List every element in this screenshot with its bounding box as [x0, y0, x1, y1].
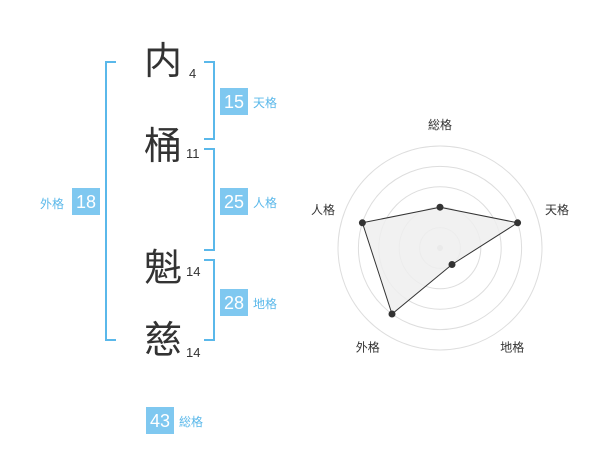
chikaku-badge: 28 地格 — [220, 289, 277, 316]
tenkaku-badge: 15 天格 — [220, 88, 277, 115]
gaikaku-label: 外格 — [40, 196, 64, 211]
stroke-count-4: 14 — [186, 345, 200, 360]
jinkaku-value: 25 — [224, 192, 244, 212]
gaikaku-badge: 外格 18 — [40, 188, 100, 215]
radar-point-3 — [448, 261, 456, 268]
chikaku-badge-box — [220, 289, 248, 316]
radar-axis-label-3: 地格 — [500, 340, 524, 355]
radar-point-4 — [388, 310, 396, 318]
gaikaku-badge-box — [72, 188, 100, 215]
tenkaku-bracket — [204, 61, 215, 140]
name-characters: 内 桶 魁 慈 4 11 14 14 — [144, 39, 200, 362]
radar-axis-label-2: 天格 — [545, 202, 569, 217]
radar-grid-ring-4 — [357, 165, 523, 331]
tenkaku-badge-box — [220, 88, 248, 115]
gaikaku-value: 18 — [76, 192, 96, 212]
chikaku-value: 28 — [224, 293, 244, 313]
stroke-count-3: 14 — [186, 264, 200, 279]
radar-grid-ring-5 — [337, 145, 543, 351]
soukaku-badge-box — [146, 407, 174, 434]
radar-data-polygon — [361, 206, 519, 315]
soukaku-label: 総格 — [179, 414, 203, 429]
jinkaku-label: 人格 — [253, 195, 277, 210]
outer-bracket — [105, 61, 116, 341]
fortune-brackets — [105, 61, 215, 341]
tenkaku-label: 天格 — [253, 95, 277, 110]
name-char-3: 魁 — [144, 246, 182, 290]
jinkaku-badge-box — [220, 188, 248, 215]
name-char-2: 桶 — [144, 124, 182, 168]
soukaku-value: 43 — [150, 411, 170, 431]
stroke-count-2: 11 — [186, 146, 200, 161]
tenkaku-value: 15 — [224, 92, 244, 112]
name-char-1: 内 — [144, 39, 182, 83]
name-char-4: 慈 — [144, 318, 182, 362]
radar-point-2 — [514, 219, 522, 227]
soukaku-badge: 43 総格 — [146, 407, 203, 434]
radar-point-5 — [358, 219, 366, 227]
jinkaku-badge: 25 人格 — [220, 188, 277, 215]
radar-point-1 — [436, 203, 444, 211]
stroke-count-1: 4 — [189, 66, 196, 81]
radar-axis-label-1: 総格 — [428, 117, 452, 132]
chikaku-label: 地格 — [253, 296, 277, 311]
radar-axis-label-4: 外格 — [356, 340, 380, 355]
jinkaku-bracket — [204, 148, 215, 251]
chikaku-bracket — [204, 259, 215, 341]
radar-axis-label-5: 人格 — [311, 202, 335, 217]
